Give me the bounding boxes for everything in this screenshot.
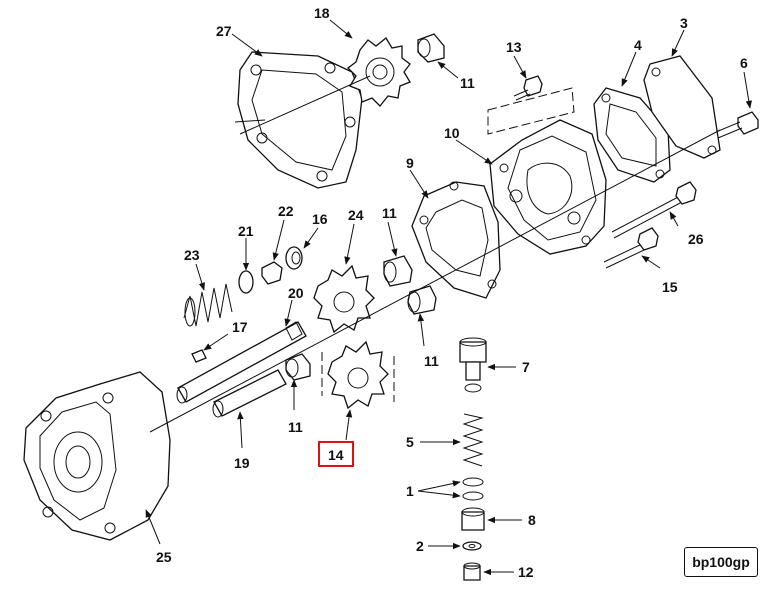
callout-11-top: 11 <box>460 75 475 91</box>
callout-24: 24 <box>348 207 364 223</box>
callout-6: 6 <box>740 55 748 71</box>
callout-27: 27 <box>216 23 232 39</box>
callout-11-left: 11 <box>288 419 303 435</box>
bushing-part-11-left <box>285 353 311 381</box>
callout-18: 18 <box>314 5 330 21</box>
key-part-22 <box>261 261 283 285</box>
bushing-part-11-lower <box>407 285 437 315</box>
gasket-part-4 <box>593 87 671 183</box>
callout-4: 4 <box>634 37 642 53</box>
bushing-part-11-top <box>417 33 445 63</box>
callout-16: 16 <box>312 211 328 227</box>
gasket-part-9 <box>411 181 501 299</box>
spring-part-23 <box>183 283 233 327</box>
valve-seat-part-8 <box>461 507 485 531</box>
retaining-ring-part-21 <box>238 270 254 294</box>
callout-2: 2 <box>416 538 424 554</box>
callout-20: 20 <box>288 285 304 301</box>
highlight-box-14 <box>318 441 354 467</box>
callout-13: 13 <box>506 39 522 55</box>
gear-part-24 <box>313 264 375 334</box>
callout-5: 5 <box>406 434 414 450</box>
washer-part-2 <box>462 541 482 551</box>
cover-plate-part-3 <box>643 55 721 159</box>
bushing-part-11-upper <box>383 255 413 287</box>
callout-12: 12 <box>518 564 534 580</box>
shaft-part-20 <box>176 321 307 404</box>
callout-8: 8 <box>528 512 536 528</box>
gasket-part-27 <box>237 51 363 189</box>
callout-19: 19 <box>234 455 250 471</box>
pump-body-part-10 <box>489 119 607 255</box>
gear-part-14 <box>327 340 389 410</box>
callout-14[interactable]: 14 <box>328 447 344 463</box>
leader-lines <box>145 19 752 576</box>
bolt-part-15 <box>603 227 659 269</box>
key-part-17 <box>191 349 207 363</box>
callout-1: 1 <box>406 483 414 499</box>
spring-part-5 <box>462 413 484 467</box>
callout-26: 26 <box>688 231 704 247</box>
fitting-part-13 <box>513 75 543 101</box>
drive-gear-part-18 <box>347 37 411 107</box>
callout-11-lower: 11 <box>424 353 439 369</box>
callout-22: 22 <box>278 203 294 219</box>
callout-21: 21 <box>238 223 254 239</box>
seal-part-16 <box>285 246 303 270</box>
callout-9: 9 <box>406 155 414 171</box>
o-rings-part-1 <box>462 477 484 501</box>
callout-15: 15 <box>662 279 678 295</box>
shaft-part-19 <box>212 369 287 418</box>
pump-housing-part-25 <box>23 371 171 541</box>
piston-part-7 <box>459 337 487 393</box>
callout-17: 17 <box>232 319 248 335</box>
callout-3: 3 <box>680 15 688 31</box>
callout-7: 7 <box>522 359 530 375</box>
bolt-part-26 <box>611 181 697 239</box>
callout-25: 25 <box>156 549 172 565</box>
callout-11-mid: 11 <box>382 205 397 221</box>
callout-10: 10 <box>444 125 460 141</box>
plug-part-12 <box>463 562 481 581</box>
screw-part-6 <box>715 111 759 139</box>
callout-23: 23 <box>184 247 200 263</box>
figure-reference-code: bp100gp <box>684 547 758 577</box>
